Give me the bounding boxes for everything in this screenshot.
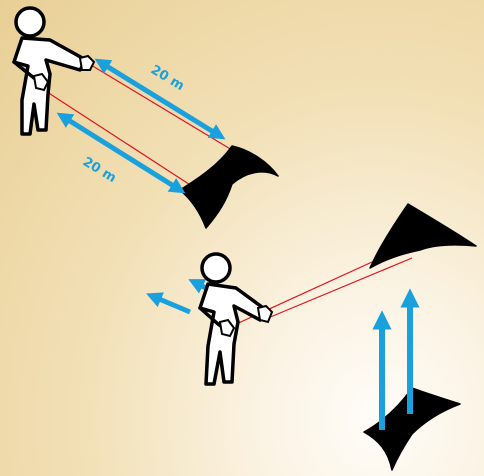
movement-arrow [152,296,190,312]
middle-kite [370,204,476,268]
middle-kite-line-1 [268,258,412,318]
middle-pilot-figure [200,254,266,384]
upper-pilot-body [14,38,86,134]
middle-scene [152,204,476,384]
upper-pilot-figure [14,8,86,134]
lower-scene [364,296,460,470]
lower-distance-label: 20 m [80,155,119,186]
lower-distance-arrow [62,116,180,190]
middle-pilot-body [200,284,266,384]
upper-scene: 20 m 20 m [14,8,278,228]
upper-kite [180,146,278,228]
upper-pilot-head [16,8,44,36]
upper-kite-line-2 [44,90,198,190]
middle-pilot-head [202,254,230,282]
upper-distance-label: 20 m [148,63,187,94]
